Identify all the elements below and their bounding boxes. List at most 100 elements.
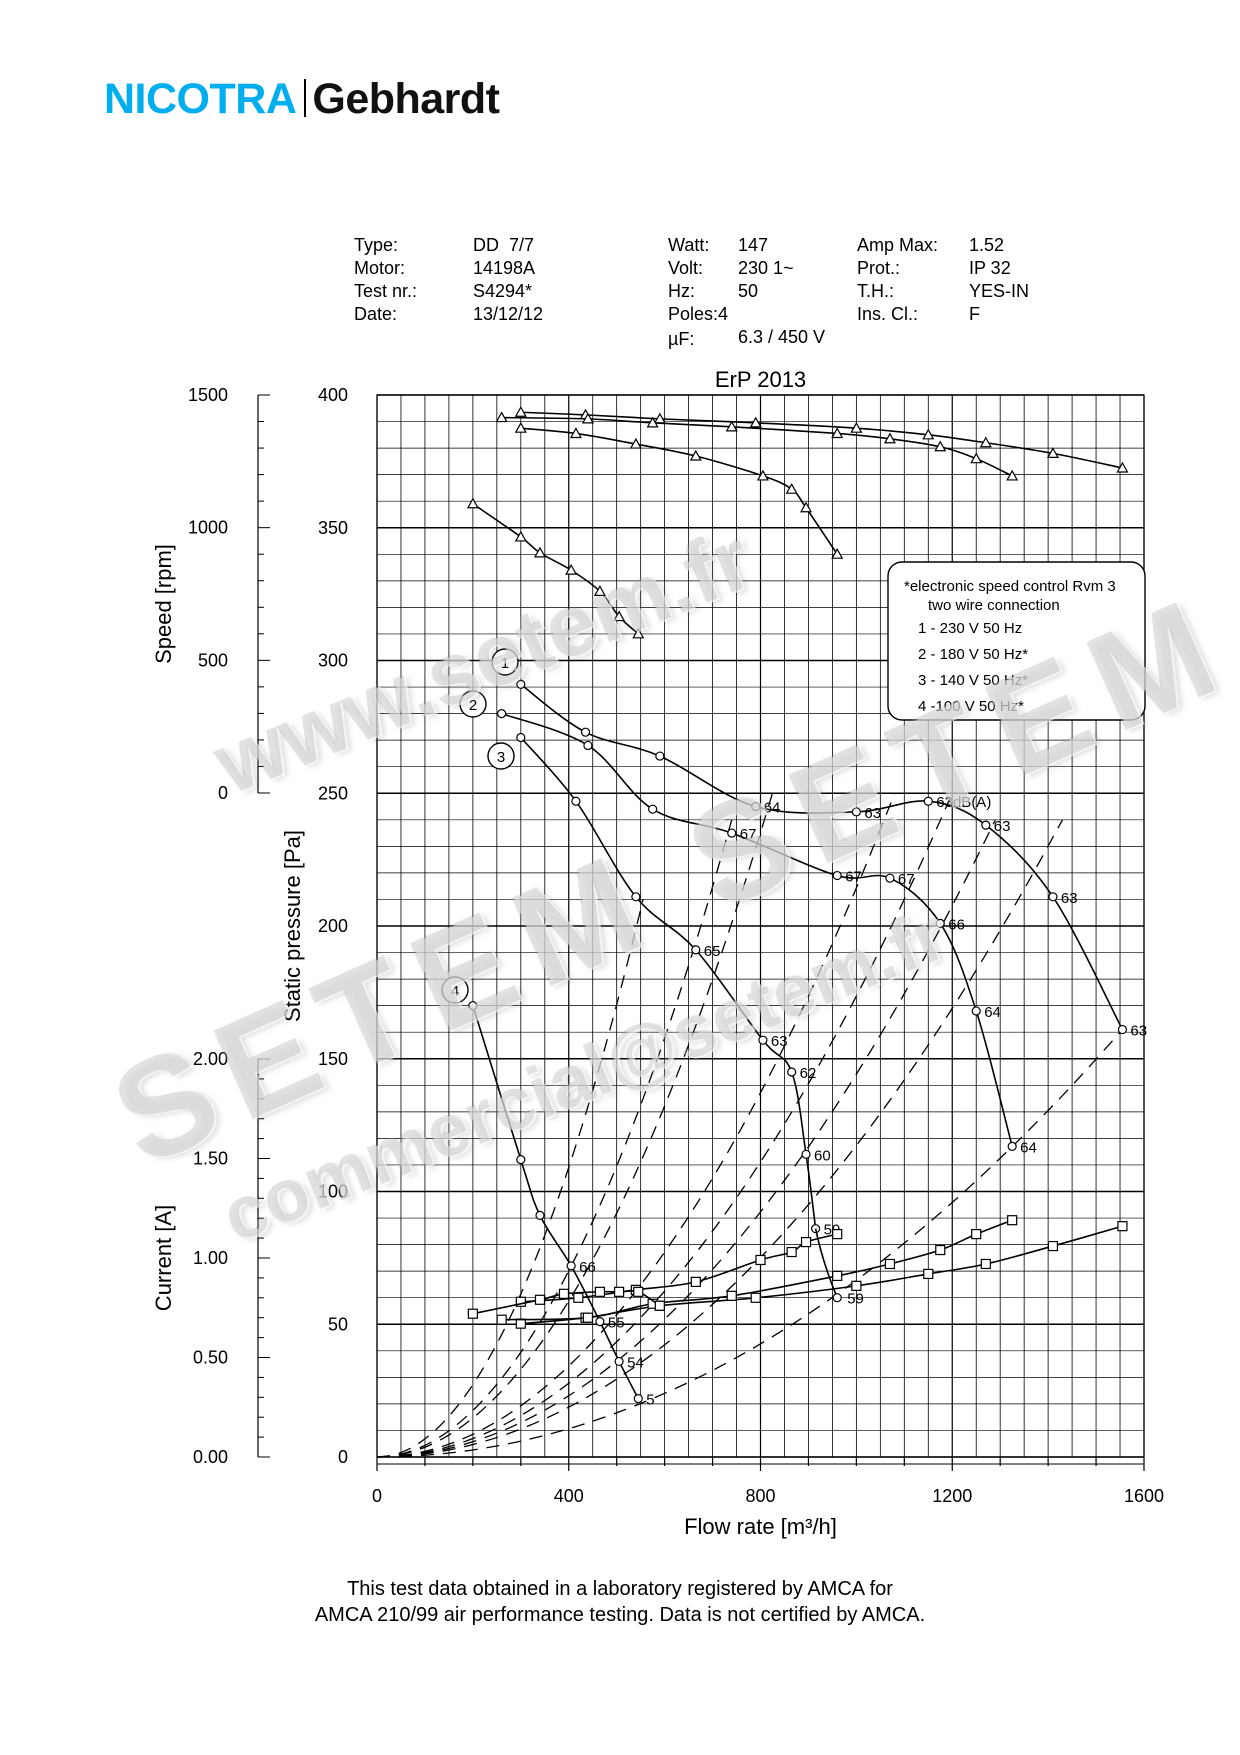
current-series-2 xyxy=(501,1219,1013,1321)
speed-tick-label: 1000 xyxy=(188,518,228,538)
speed-point xyxy=(725,420,738,432)
pressure-point xyxy=(516,1155,526,1165)
spec-prot-label: Prot.: xyxy=(857,258,901,278)
pressure-tick-label: 150 xyxy=(318,1049,348,1069)
noise-level-label: 63 xyxy=(994,818,1011,835)
spec-date-value: 13/12/12 xyxy=(473,304,544,324)
x-tick-label: 800 xyxy=(745,1486,775,1506)
spec-hz-label: Hz: xyxy=(668,281,695,301)
curve-id-label: 1 xyxy=(501,655,509,672)
current-point xyxy=(832,1229,843,1240)
current-point xyxy=(935,1244,946,1256)
noise-level-label: 54 xyxy=(627,1354,644,1371)
current-point xyxy=(613,1286,625,1297)
current-point xyxy=(534,1294,546,1305)
noise-level-label: 64 xyxy=(1020,1139,1037,1156)
pressure-point xyxy=(1048,892,1058,902)
current-point xyxy=(971,1229,982,1240)
current-tick-label: 0.50 xyxy=(193,1348,228,1368)
spec-volt-label: Volt: xyxy=(668,258,704,278)
pressure-tick-label: 200 xyxy=(318,916,348,936)
pressure-point xyxy=(516,732,526,743)
system-curve xyxy=(376,819,1064,1458)
current-tick-label: 1.50 xyxy=(193,1149,228,1169)
speed-tick-label: 500 xyxy=(198,650,228,670)
noise-level-label: 64 xyxy=(984,1004,1001,1021)
pressure-point xyxy=(648,804,658,814)
speed-curve xyxy=(501,416,1013,477)
curve-id-circle xyxy=(459,690,487,718)
pressure-point xyxy=(787,1067,797,1077)
spec-test-value: S4294* xyxy=(473,281,533,301)
speed-series-2 xyxy=(501,416,1013,477)
current-point xyxy=(633,1286,644,1297)
speed-point xyxy=(569,427,582,439)
speed-point xyxy=(565,563,578,575)
spec-type-label: Type: xyxy=(354,235,399,255)
pressure-point xyxy=(885,873,895,883)
speed-point xyxy=(756,469,769,481)
x-tick-label: 0 xyxy=(372,1486,382,1506)
current-point xyxy=(1117,1221,1128,1232)
current-tick-label: 1.00 xyxy=(193,1248,228,1268)
spec-uf-value: 6.3 / 450 V xyxy=(738,327,826,347)
pressure-axis-label: Static pressure [Pa] xyxy=(280,830,305,1022)
current-point xyxy=(654,1300,665,1311)
spec-watt-label: Watt: xyxy=(668,235,710,255)
spec-ampmax-label: Amp Max: xyxy=(857,235,939,255)
current-point xyxy=(755,1254,766,1266)
speed-point xyxy=(749,416,762,428)
spec-col2-values: 147 230 1~ 50 4 6.3 / 450 V xyxy=(718,234,826,349)
noise-level-label: 67 xyxy=(898,871,915,888)
spec-motor-label: Motor: xyxy=(354,258,406,278)
spec-th-value: YES-IN xyxy=(969,281,1030,301)
pressure-point xyxy=(971,1006,981,1016)
speed-series-3 xyxy=(520,427,838,555)
speed-point xyxy=(1046,447,1059,458)
spec-th-label: T.H.: xyxy=(857,281,895,301)
noise-level-label: 63dB(A) xyxy=(936,794,991,811)
spec-col1-labels: Type: Motor: Test nr.: Date: xyxy=(354,234,417,326)
speed-point xyxy=(850,421,863,433)
speed-point xyxy=(800,501,813,513)
legend-line: *electronic speed control Rvm 3 xyxy=(904,578,1116,595)
spec-ampmax-value: 1.52 xyxy=(969,235,1005,255)
spec-prot-value: IP 32 xyxy=(969,258,1011,278)
noise-level-label: 55 xyxy=(608,1315,625,1332)
pressure-series-2 xyxy=(501,712,1013,1147)
spec-type-value: DD 7/7 xyxy=(473,235,535,255)
current-point xyxy=(690,1276,701,1287)
current-point xyxy=(800,1236,812,1248)
current-point xyxy=(750,1292,761,1303)
current-tick-label: 2.00 xyxy=(193,1049,228,1069)
pressure-tick-label: 50 xyxy=(328,1314,348,1334)
pressure-point xyxy=(751,801,761,812)
pressure-tick-label: 350 xyxy=(318,518,348,538)
curve-id-label: 2 xyxy=(469,697,477,714)
pressure-tick-label: 100 xyxy=(318,1182,348,1202)
noise-level-label: 63 xyxy=(864,805,881,822)
pressure-series-1 xyxy=(520,683,1124,1030)
pressure-series-4 xyxy=(472,1005,639,1399)
current-point xyxy=(573,1292,584,1303)
brand-nicotra: NICOTRA xyxy=(104,75,297,123)
current-point xyxy=(515,1296,526,1307)
speed-series-4 xyxy=(472,503,639,635)
spec-inscl-value: F xyxy=(969,304,980,324)
current-point xyxy=(594,1286,606,1297)
pressure-point xyxy=(832,870,842,881)
pressure-curve xyxy=(472,1005,639,1399)
pressure-point xyxy=(981,820,991,830)
spec-col2-labels: Watt: Volt: Hz: Poles: µF: xyxy=(668,234,718,351)
x-tick-label: 1200 xyxy=(932,1486,972,1506)
speed-point xyxy=(593,585,606,596)
noise-level-label: 63 xyxy=(1061,890,1078,907)
current-point xyxy=(558,1288,570,1299)
pressure-series-3 xyxy=(520,736,817,1229)
pressure-point xyxy=(727,828,737,838)
speed-tick-label: 1500 xyxy=(188,385,228,405)
speed-curve xyxy=(520,427,838,555)
pressure-point xyxy=(631,892,641,902)
speed-point xyxy=(581,412,594,424)
